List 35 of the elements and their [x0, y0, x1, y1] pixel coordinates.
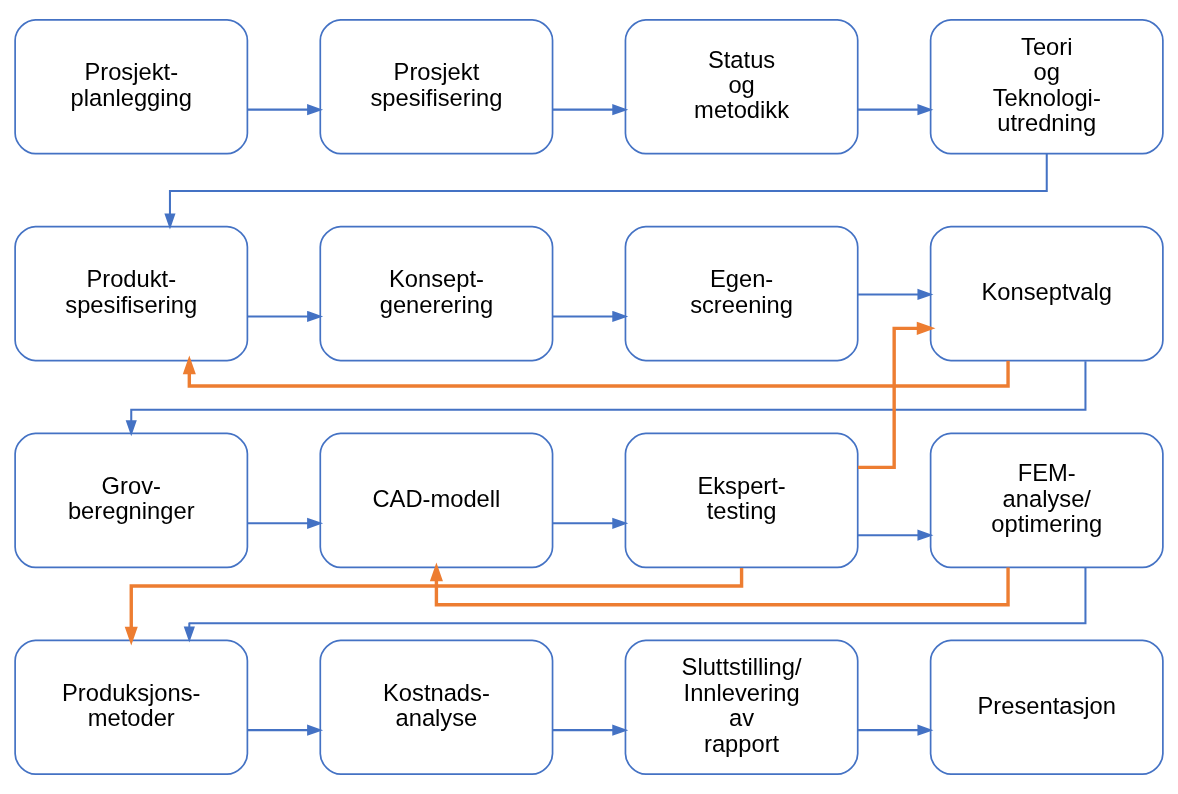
arrow — [552, 724, 629, 736]
arrow — [857, 529, 934, 541]
node-box: Prosjekt- planlegging — [14, 18, 249, 155]
arrow — [182, 355, 1010, 388]
arrow — [164, 153, 1048, 230]
arrow — [247, 104, 324, 116]
node-box: Sluttstilling/ Innlevering av rapport — [624, 639, 859, 776]
arrow — [183, 567, 1087, 643]
arrow — [125, 361, 1087, 437]
node-box: Produksjons- metoder — [14, 639, 249, 776]
arrow — [429, 562, 1010, 607]
arrow — [552, 310, 629, 323]
node-box: Prosjekt spesifisering — [319, 18, 554, 155]
arrow — [552, 517, 629, 529]
node-box: Teori og Teknologi- utredning — [929, 18, 1164, 155]
arrow — [857, 724, 934, 736]
node-box: Produkt- spesifisering — [14, 225, 249, 362]
node-box: Grov- beregninger — [14, 432, 249, 569]
node-box: Egen- screening — [624, 225, 859, 362]
arrow — [247, 310, 324, 323]
arrow — [247, 517, 324, 529]
node-box: Ekspert- testing — [624, 432, 859, 569]
arrow — [124, 567, 744, 646]
node-box: Presentasjon — [929, 639, 1164, 776]
node-box: FEM- analyse/ optimering — [929, 432, 1164, 569]
arrow — [857, 104, 934, 116]
node-box: Konseptvalg — [929, 225, 1164, 362]
arrow — [857, 288, 934, 300]
node-box: Kostnads- analyse — [319, 639, 554, 776]
node-box: Konsept- generering — [319, 225, 554, 362]
arrow — [858, 321, 936, 470]
node-box: Status og metodikk — [624, 18, 859, 155]
node-box: CAD-modell — [319, 432, 554, 569]
arrow — [247, 724, 324, 736]
arrow — [552, 104, 629, 116]
